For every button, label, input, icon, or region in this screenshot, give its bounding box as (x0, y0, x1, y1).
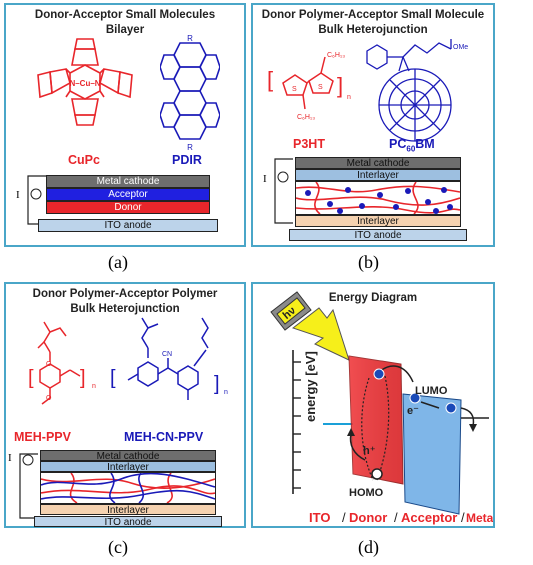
svg-text:n: n (92, 383, 96, 390)
cupc-structure: N–Cu–N (37, 38, 133, 126)
meh-cn-ppv-label: MEH-CN-PPV (124, 430, 204, 444)
circuit-wire-b (274, 158, 293, 224)
svg-text:/: / (394, 510, 398, 525)
donor-layer: Donor (46, 201, 210, 214)
circuit-wire-c (19, 453, 38, 519)
panel-c: Donor Polymer-Acceptor Polymer Bulk Hete… (4, 282, 246, 528)
homo-label: HOMO (349, 487, 384, 499)
acceptor-layer: Acceptor (46, 188, 210, 201)
energy-diagram: hν energy [eV] (270, 291, 493, 525)
circuit-wire-a (27, 175, 46, 225)
pcbm-structure: OMe (366, 39, 468, 142)
meh-ppv-structure: [ ] O O n (28, 321, 96, 405)
svg-text:]: ] (337, 73, 343, 98)
bottom-label-acceptor: Acceptor (401, 510, 457, 525)
svg-text:CN: CN (162, 351, 172, 358)
pdir-structure: R R (160, 34, 220, 151)
p3ht-structure: [ ] C₆H₁₃ C₆H₁₃ n S S (267, 52, 351, 121)
panel-c-title-line2: Bulk Heterojunction (70, 303, 180, 315)
pcbm-label-sub: 60 (406, 144, 416, 154)
caption-c: (c) (108, 537, 128, 557)
svg-text:n: n (224, 389, 228, 396)
interlayer-top-c: Interlayer (40, 461, 216, 473)
svg-text:R: R (187, 143, 193, 151)
blend-morphology-c (40, 472, 216, 504)
svg-text:S: S (318, 84, 323, 91)
svg-text:/: / (461, 510, 465, 525)
bhj-active-layer-b (295, 181, 461, 215)
ito-anode-layer-c: ITO anode (34, 516, 222, 528)
svg-text:n: n (347, 94, 351, 101)
meh-cn-ppv-structure: [ ] CN n (110, 317, 228, 400)
current-label-a: I (16, 189, 20, 201)
panel-c-title-line1: Donor Polymer-Acceptor Polymer (32, 288, 218, 300)
ito-anode-layer-a: ITO anode (38, 219, 218, 232)
panel-b: Donor Polymer-Acceptor Small Molecule Bu… (251, 3, 495, 247)
svg-text:/: / (342, 510, 346, 525)
bottom-label-donor: Donor (349, 510, 387, 525)
panel-a-title-line2: Bilayer (105, 24, 145, 36)
svg-text:O: O (46, 395, 52, 402)
interlayer-bottom-b: Interlayer (295, 215, 461, 227)
panel-b-title-line1: Donor Polymer-Acceptor Small Molecule (261, 9, 485, 21)
metal-cathode-layer-b: Metal cathode (295, 157, 461, 169)
current-label-c: I (8, 452, 12, 464)
svg-text:[: [ (267, 67, 273, 92)
current-label-b: I (263, 173, 267, 185)
svg-text:]: ] (80, 367, 86, 389)
bottom-label-ito: ITO (309, 510, 330, 525)
panel-d-title: Energy Diagram (328, 292, 418, 304)
svg-text:[: [ (110, 367, 116, 389)
svg-text:C₆H₁₃: C₆H₁₃ (327, 52, 345, 59)
p3ht-label: P3HT (293, 137, 325, 151)
ome-label: OMe (453, 44, 468, 51)
svg-text:C₆H₁₃: C₆H₁₃ (297, 114, 315, 121)
svg-text:O: O (46, 361, 52, 368)
caption-b: (b) (358, 252, 379, 272)
interlayer-top-b: Interlayer (295, 169, 461, 181)
svg-text:R: R (187, 34, 193, 43)
metal-cathode-layer-c: Metal cathode (40, 450, 216, 462)
lumo-label: LUMO (415, 385, 448, 397)
interlayer-bottom-c: Interlayer (40, 504, 216, 516)
bhj-active-layer-c (40, 472, 216, 504)
svg-text:S: S (292, 86, 297, 93)
panel-a: Donor-Acceptor Small Molecules Bilayer N… (4, 3, 246, 247)
yaxis-label: energy [eV] (303, 351, 318, 422)
pcbm-label-tail: BM (415, 137, 435, 151)
panel-a-title-line1: Donor-Acceptor Small Molecules (34, 9, 216, 21)
panel-b-title-line2: Bulk Heterojunction (318, 24, 428, 36)
pcbm-label: PC60BM (389, 137, 435, 154)
caption-d: (d) (358, 537, 379, 557)
electron-label: e⁻ (407, 405, 419, 417)
panel-d: Energy Diagram hν energy [eV] (251, 282, 495, 528)
svg-text:]: ] (214, 373, 220, 395)
cupc-label: CuPc (68, 153, 100, 167)
ito-anode-layer-b: ITO anode (289, 229, 467, 241)
meh-ppv-label: MEH-PPV (14, 430, 71, 444)
metal-cathode-layer-a: Metal cathode (46, 175, 210, 188)
pcbm-label-main: PC (389, 137, 407, 151)
svg-text:N–Cu–N: N–Cu–N (69, 79, 100, 88)
caption-a: (a) (108, 252, 128, 272)
pdir-label: PDIR (172, 153, 202, 167)
hole-label: h⁺ (363, 445, 376, 457)
photon-source-icon (270, 291, 350, 361)
bottom-label-metal: Metal (466, 511, 493, 525)
svg-text:[: [ (28, 367, 34, 389)
blend-morphology-b (295, 181, 461, 215)
